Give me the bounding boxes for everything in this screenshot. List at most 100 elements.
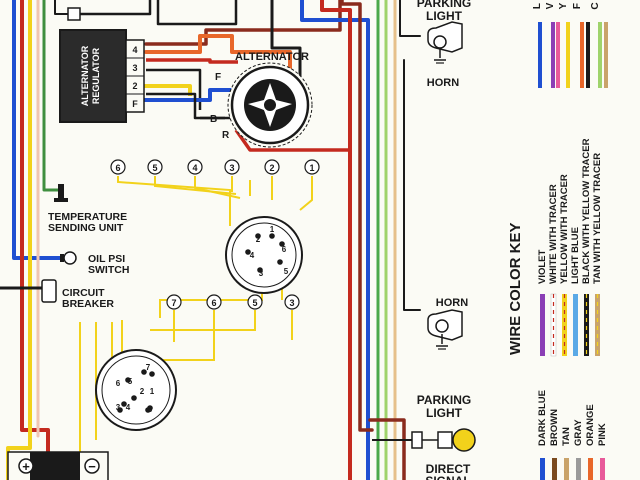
regulator-label-line2: REGULATOR: [91, 47, 101, 104]
wire-key-top-swatch: [556, 22, 560, 88]
battery: + −: [7, 451, 109, 480]
upper-pin-6: 6: [282, 245, 287, 254]
upper-pin-dot: [279, 241, 285, 247]
alternator: ALTERNATOR F B R: [210, 51, 313, 148]
wire-key-entry-0: VIOLET: [537, 249, 548, 356]
direct-signal-line2: SIGNAL: [425, 474, 470, 480]
lower-pin-3: 3: [116, 403, 121, 412]
wire-black-top: [270, 0, 302, 90]
lower-pin-dot: [121, 401, 127, 407]
wire-key-label: WHITE WITH TRACER: [548, 184, 559, 284]
alternator-label: ALTERNATOR: [235, 51, 309, 63]
wire-key-swatch: [540, 294, 545, 356]
wire-red-alt-r: [234, 128, 350, 152]
wire-key-entry-bottom-1: BROWN: [549, 409, 560, 480]
wire-black-reg: [146, 68, 202, 110]
upper-pin-3: 3: [259, 269, 264, 278]
parking-bulb-icon: [452, 428, 476, 452]
wire-yellow-reg: [140, 84, 192, 96]
wire-key-entry-bottom-3: GRAY: [573, 419, 584, 480]
upper-wire-number-label: 6: [115, 163, 120, 173]
wire-key-top-swatch: [598, 22, 602, 88]
regulator-terminal-3: 3: [132, 63, 137, 73]
lower-wire-number-6: 6: [206, 294, 222, 310]
lower-pin-5: 5: [128, 377, 133, 386]
upper-wire-number-label: 2: [269, 163, 274, 173]
wire-key-entry-1: WHITE WITH TRACER: [548, 184, 559, 357]
wire-key-top-swatch: [586, 22, 590, 88]
regulator-terminal-f: F: [132, 99, 138, 109]
regulator-wiring: [140, 58, 350, 152]
direct-signal-line1: DIRECT: [426, 462, 471, 476]
upper-wire-number-4: 4: [187, 159, 203, 175]
oil-psi-label-line2: SWITCH: [88, 264, 129, 276]
alternator-terminal-r: R: [222, 130, 230, 141]
alternator-terminal-f: F: [215, 72, 221, 83]
horn-top-label: HORN: [427, 77, 459, 89]
wire-key-label: DARK BLUE: [537, 390, 548, 446]
wire-key-swatch: [552, 458, 557, 480]
upper-pin-dot: [245, 249, 251, 255]
horn-mid: HORN: [427, 297, 468, 350]
lower-pin-4: 4: [126, 403, 131, 412]
wire-darkred-right: [340, 0, 374, 432]
lower-wire-number-label: 5: [252, 298, 257, 308]
upper-pin-5: 5: [284, 267, 289, 276]
wire-key-label: GRAY: [573, 419, 584, 446]
wire-key-top-swatch: [604, 22, 608, 88]
horn-top-icon: [427, 21, 463, 53]
wire-key-label: TAN: [561, 427, 572, 446]
wire-key-entry-bottom-5: PINK: [597, 423, 608, 480]
regulator-terminal-2: 2: [132, 81, 137, 91]
lower-wire-number-label: 6: [211, 298, 216, 308]
upper-wire-number-6: 6: [110, 159, 126, 175]
wire-key-swatch: [584, 294, 589, 356]
lower-pin-6: 6: [116, 379, 121, 388]
upper-wire-number-label: 4: [192, 163, 197, 173]
upper-pin-dot: [257, 267, 263, 273]
wire-key-swatch: [564, 458, 569, 480]
wire-key-entry-bottom-0: DARK BLUE: [537, 390, 548, 480]
wire-key-top-label: F: [572, 3, 583, 9]
upper-pin-2: 2: [256, 235, 261, 244]
temperature-label-line1: TEMPERATURE: [48, 211, 127, 223]
lower-wire-number-7: 7: [166, 294, 182, 310]
wire-key-label: LIGHT BLUE: [570, 227, 581, 284]
lower-pin-8: 8: [148, 405, 153, 414]
wire-key-entry-5: TAN WITH YELLOW TRACER: [592, 153, 603, 356]
wire-dark-top-1: [68, 0, 152, 16]
direct-signal: DIRECTSIGNAL: [425, 462, 471, 480]
horn-mid-label: HORN: [436, 297, 468, 309]
wire-key-swatch: [573, 294, 578, 356]
wire-darkred-ps: [368, 418, 406, 480]
regulator-label-line1: ALTERNATOR: [80, 45, 90, 106]
regulator-terminal-4: 4: [132, 45, 137, 55]
temperature-label-line2: SENDING UNIT: [48, 222, 124, 234]
wire-darkred-top: [54, 0, 71, 15]
battery-plus-icon: +: [22, 459, 30, 474]
parking-light-bottom-line1: PARKING: [417, 393, 471, 407]
lower-pin-dot: [131, 395, 137, 401]
wire-blue-reg: [140, 88, 240, 102]
upper-pin-dot: [255, 233, 261, 239]
wire-black-right-2: [403, 59, 421, 311]
regulator-terminals: 4 3 2F: [132, 45, 138, 109]
upper-wire-number-label: 1: [309, 163, 314, 173]
lower-pin-dot: [149, 371, 155, 377]
wire-key-swatch: [576, 458, 581, 480]
wire-key-label: VIOLET: [537, 249, 548, 284]
lower-wire-number-3: 3: [284, 294, 300, 310]
wire-key-label: BLACK WITH YELLOW TRACER: [581, 138, 592, 284]
wire-key-swatch: [562, 294, 567, 356]
circuit-breaker-label-line2: BREAKER: [62, 298, 114, 310]
lower-pin-dot: [145, 407, 151, 413]
wire-key-label: ORANGE: [585, 404, 596, 446]
